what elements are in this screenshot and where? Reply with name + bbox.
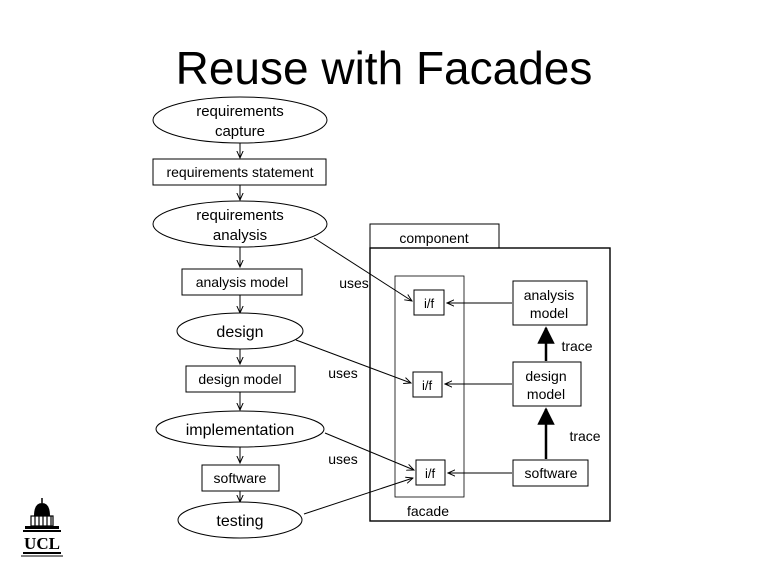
- uses-label-1: uses: [339, 275, 369, 291]
- component-design-model-line2: model: [527, 386, 565, 402]
- uses-label-3: uses: [328, 451, 358, 467]
- implementation-label: implementation: [186, 422, 295, 439]
- interface-1-label: i/f: [424, 296, 435, 311]
- design-label: design: [216, 324, 263, 341]
- requirements-statement-node: requirements statement: [152, 158, 327, 186]
- component-analysis-model-line2: model: [530, 305, 568, 321]
- trace-label-1: trace: [561, 338, 592, 354]
- implementation-node: implementation: [155, 410, 325, 448]
- component-software-label: software: [525, 465, 578, 481]
- component-design-model-line1: design: [525, 368, 566, 384]
- slide-title: Reuse with Facades: [175, 42, 593, 94]
- component-tab: [369, 223, 500, 249]
- requirements-analysis-line1: requirements: [196, 207, 284, 224]
- software-label: software: [214, 470, 267, 486]
- interface-2: i/f: [412, 371, 443, 398]
- component-analysis-model-line1: analysis: [524, 287, 575, 303]
- requirements-analysis-line2: analysis: [213, 227, 267, 244]
- uses-arrow-testing-to-if: [303, 478, 413, 515]
- uses-arrow-implementation-to-if: [324, 432, 414, 470]
- software-node: software: [201, 464, 280, 492]
- analysis-model-node: analysis model: [181, 268, 303, 296]
- requirements-statement-label: requirements statement: [166, 164, 313, 180]
- requirements-capture-line1: requirements: [196, 103, 284, 120]
- interface-1: i/f: [413, 289, 445, 316]
- component-software: software: [512, 459, 589, 487]
- testing-label: testing: [216, 513, 263, 530]
- component-tab-label: component: [399, 230, 468, 246]
- facade-label: facade: [407, 503, 449, 519]
- ucl-logo-text: UCL: [24, 534, 60, 553]
- trace-label-2: trace: [569, 428, 600, 444]
- uses-label-2: uses: [328, 365, 358, 381]
- uses-arrow-design-to-if: [295, 339, 411, 383]
- requirements-analysis-node: requirements analysis: [152, 200, 328, 248]
- analysis-model-label: analysis model: [196, 274, 289, 290]
- requirements-capture-line2: capture: [215, 123, 265, 140]
- facade-box: [394, 275, 465, 498]
- interface-3-label: i/f: [425, 466, 436, 481]
- testing-node: testing: [177, 501, 303, 539]
- component-analysis-model: analysis model: [512, 280, 588, 326]
- design-model-label: design model: [198, 371, 281, 387]
- component-design-model: design model: [512, 361, 582, 407]
- interface-3: i/f: [415, 459, 446, 486]
- design-model-node: design model: [185, 365, 296, 393]
- design-node: design: [176, 312, 304, 350]
- requirements-capture-node: requirements capture: [152, 96, 328, 144]
- interface-2-label: i/f: [422, 378, 433, 393]
- uses-arrow-analysis-to-if: [313, 237, 412, 301]
- ucl-logo: UCL: [21, 498, 63, 557]
